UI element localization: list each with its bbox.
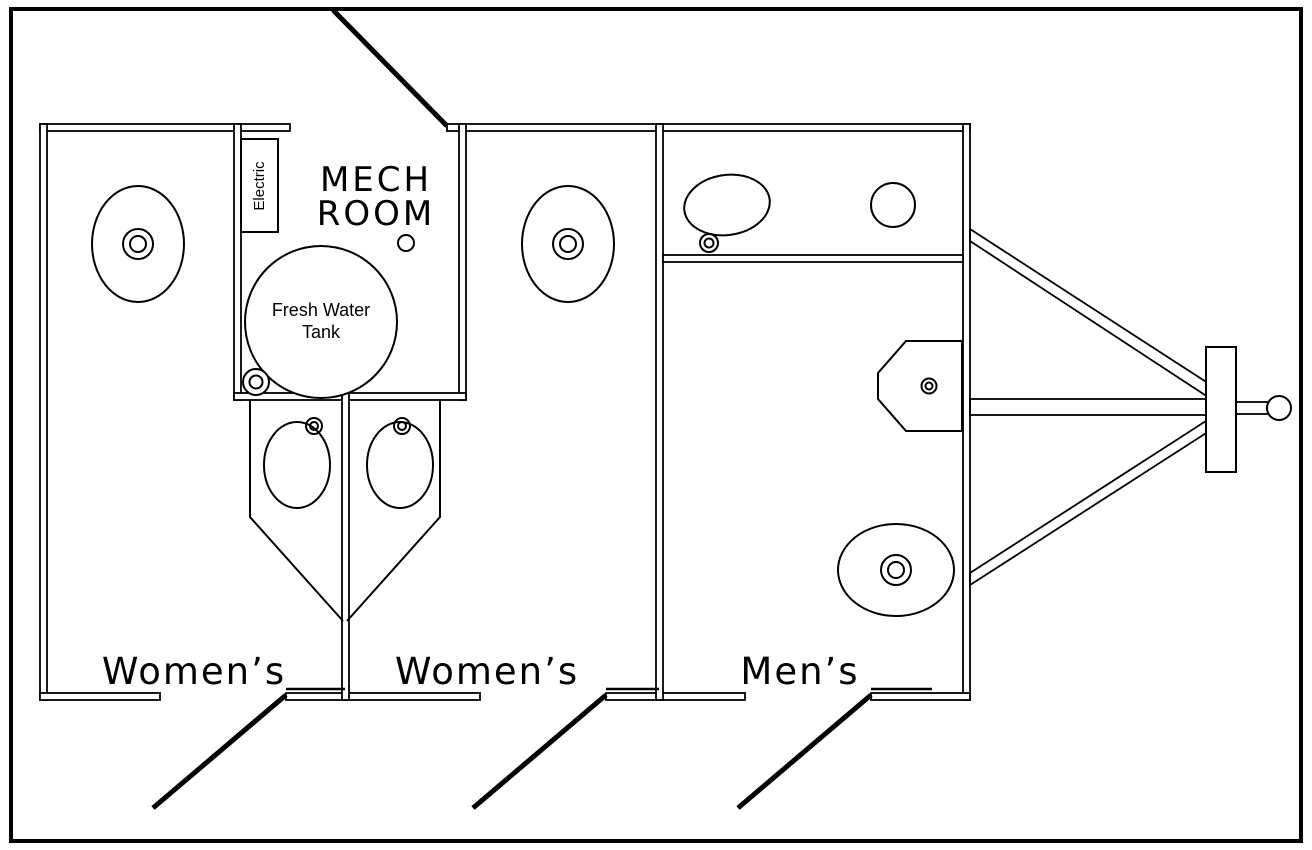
toilet-flush-inner bbox=[559, 235, 577, 253]
toilet-flush-outer bbox=[122, 228, 154, 260]
wall-bottom-a bbox=[39, 692, 161, 701]
toilet-bowl bbox=[91, 185, 185, 303]
wall-mech-left bbox=[233, 123, 242, 401]
hitch-frame-top-bar bbox=[969, 227, 1216, 399]
wall-left bbox=[39, 123, 48, 701]
fresh-water-tank-label-line2: Tank bbox=[302, 322, 341, 342]
womens-sink-vanities bbox=[249, 400, 441, 622]
hitch-frame-bottom-bar bbox=[969, 417, 1216, 587]
toilet-flush-outer bbox=[552, 228, 584, 260]
hitch-jack-plate bbox=[1205, 346, 1237, 473]
sink-basin-left bbox=[263, 421, 331, 509]
mech-room-label-line1: MECH bbox=[320, 160, 432, 200]
toilet-bowl bbox=[521, 185, 615, 303]
womens-1-door-leaf bbox=[151, 693, 288, 810]
hitch-center-beam bbox=[969, 398, 1207, 416]
wall-divider-womens bbox=[341, 392, 350, 701]
wall-top-left bbox=[39, 123, 291, 132]
partition-walls bbox=[233, 123, 964, 701]
mens-room: Men’s bbox=[683, 173, 963, 693]
mech-pipe-circle bbox=[397, 234, 415, 252]
faucet-right-inner bbox=[397, 421, 407, 431]
sink-basin-right bbox=[366, 421, 434, 509]
urinal-drain-outer bbox=[920, 377, 938, 395]
drawing-border bbox=[9, 7, 1303, 843]
mech-room-label-line2: ROOM bbox=[317, 194, 435, 234]
mech-room-door-leaf bbox=[331, 8, 449, 128]
womens-room-2-label: Women’s bbox=[395, 650, 579, 693]
sink-basin bbox=[683, 173, 771, 237]
faucet-inner bbox=[703, 237, 715, 249]
trailer-hitch bbox=[969, 227, 1292, 587]
mens-room-label: Men’s bbox=[740, 650, 859, 693]
toilet-flush-inner bbox=[129, 235, 147, 253]
electric-panel bbox=[240, 138, 279, 233]
toilet-flush-inner bbox=[887, 561, 905, 579]
vanity-counter-left bbox=[249, 400, 344, 622]
urinal bbox=[877, 340, 963, 432]
urinal-drain-inner bbox=[924, 381, 934, 391]
wall-bottom-c bbox=[605, 692, 746, 701]
wall-bottom-d bbox=[870, 692, 971, 701]
round-fixture-circle bbox=[870, 182, 916, 228]
wall-divider-mens bbox=[655, 123, 664, 701]
wall-mech-bottom bbox=[233, 392, 467, 401]
toilet-bowl bbox=[837, 523, 955, 617]
womens-room-2: Women’s bbox=[395, 185, 615, 693]
faucet-outer bbox=[699, 233, 719, 253]
hitch-coupler-stub bbox=[1235, 401, 1269, 415]
electric-panel-label: Electric bbox=[251, 161, 268, 211]
vanity-counter-right bbox=[346, 400, 441, 622]
hitch-coupler-ball bbox=[1266, 395, 1292, 421]
womens-room-1: Women’s bbox=[91, 185, 286, 693]
water-inlet-inner-circle bbox=[248, 374, 264, 390]
wall-right bbox=[962, 123, 971, 701]
wall-mech-right bbox=[458, 123, 467, 401]
fresh-water-tank bbox=[244, 245, 398, 399]
mech-room: Electric MECH ROOM Fresh Water Tank bbox=[240, 138, 435, 399]
toilet-flush-outer bbox=[880, 554, 912, 586]
doors bbox=[151, 8, 932, 810]
mens-door-leaf bbox=[736, 693, 873, 810]
water-inlet-outer-circle bbox=[242, 368, 270, 396]
fresh-water-tank-label-line1: Fresh Water bbox=[272, 300, 370, 320]
wall-top-right bbox=[446, 123, 971, 132]
faucet-right-outer bbox=[393, 417, 411, 435]
mens-counter bbox=[662, 254, 964, 263]
faucet-left-outer bbox=[305, 417, 323, 435]
womens-room-1-label: Women’s bbox=[102, 650, 286, 693]
womens-2-door-leaf bbox=[471, 693, 608, 810]
faucet-left-inner bbox=[309, 421, 319, 431]
trailer-walls bbox=[39, 123, 971, 701]
wall-bottom-b bbox=[285, 692, 481, 701]
